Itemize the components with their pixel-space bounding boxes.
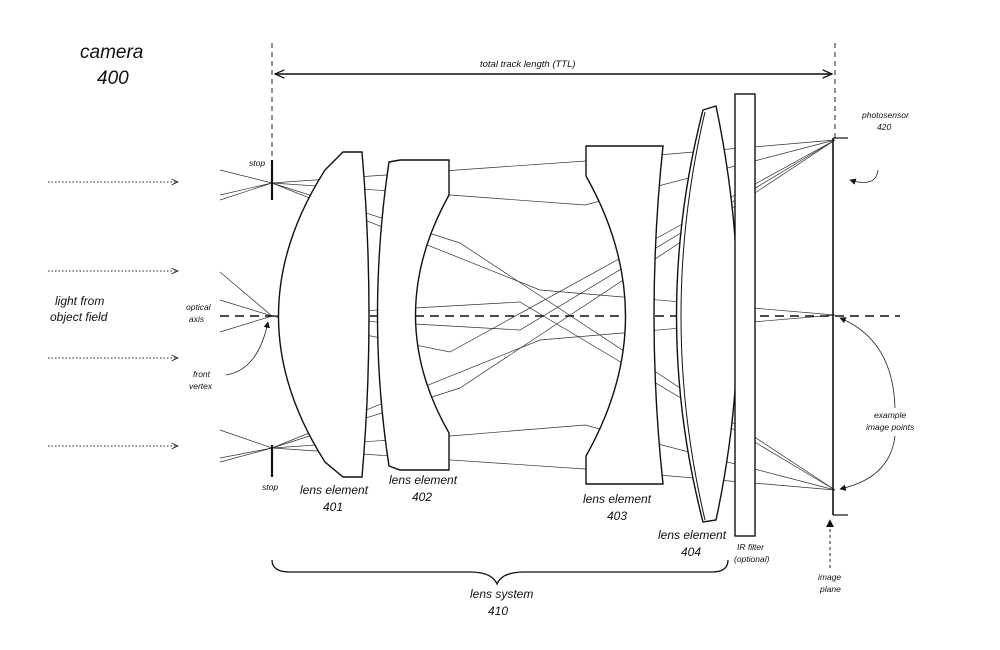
lens-system-number: 410 <box>488 604 508 618</box>
camera-number: 400 <box>97 68 129 89</box>
image-label: image <box>818 572 841 582</box>
photosensor-leader <box>849 169 879 185</box>
lens-element-404-label: lens element <box>658 528 727 542</box>
front-vertex-leader <box>225 321 270 376</box>
lens-element-403-number: 403 <box>607 509 627 523</box>
optical-label: optical <box>186 302 212 312</box>
stop-top-label: stop <box>249 158 265 168</box>
ray <box>219 139 836 206</box>
camera-title: camera <box>80 42 143 63</box>
light-from-label: light from <box>55 294 104 308</box>
lens-element-404-number: 404 <box>681 545 701 559</box>
lens-element-401-number: 401 <box>323 500 343 514</box>
photosensor-number: 420 <box>877 122 891 132</box>
lens-element-404-inner-edge <box>680 111 706 521</box>
lens-element-403 <box>585 145 664 485</box>
lens-system-brace <box>271 559 729 586</box>
lens-element-402-number: 402 <box>412 490 432 504</box>
ir-filter-label: IR filter <box>737 542 765 552</box>
image-points-leader-top <box>839 317 896 409</box>
image-points-label: image points <box>866 422 915 432</box>
lens-system-label: lens system <box>470 587 533 601</box>
lens-element-401 <box>277 151 370 478</box>
incoming-light-arrows <box>48 182 178 446</box>
ttl-label: total track length (TTL) <box>480 59 576 70</box>
ray <box>219 424 836 491</box>
photosensor-label: photosensor <box>861 110 910 120</box>
vertex-label: vertex <box>189 381 213 391</box>
ir-filter <box>734 93 756 537</box>
lens-element-401-label: lens element <box>300 483 369 497</box>
example-label: example <box>874 410 906 420</box>
lens-element-403-label: lens element <box>583 492 652 506</box>
lens-element-404 <box>675 105 739 523</box>
stop-bottom-label: stop <box>262 482 278 492</box>
front-label: front <box>193 369 211 379</box>
lens-element-402 <box>376 159 450 471</box>
object-field-label: object field <box>50 310 108 324</box>
ir-filter-optional-label: (optional) <box>734 554 770 564</box>
lens-element-402-label: lens element <box>389 473 458 487</box>
image-points-leader-bottom <box>839 435 896 491</box>
plane-label: plane <box>819 584 841 594</box>
axis-label: axis <box>189 314 205 324</box>
